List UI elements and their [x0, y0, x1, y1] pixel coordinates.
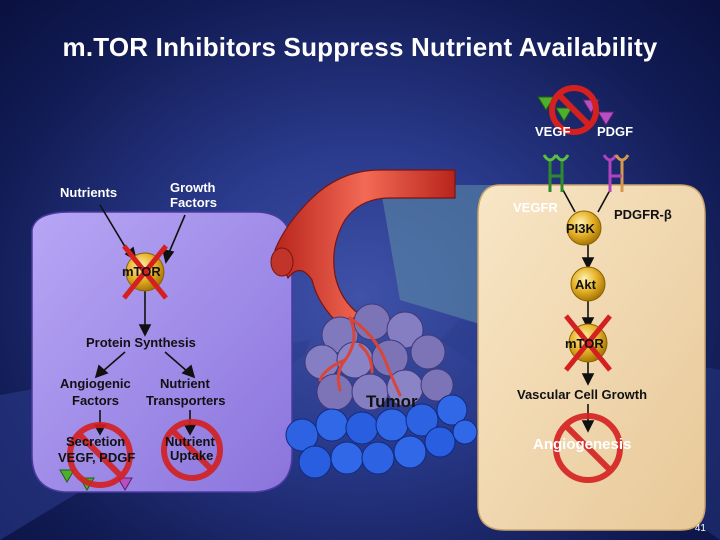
nutrient-uptake-label-line2: Uptake	[170, 448, 214, 463]
inhibit-icon-secretion	[67, 422, 133, 488]
vascular-cell-growth-label: Vascular Cell Growth	[517, 387, 648, 402]
vegf-receptor	[542, 154, 570, 192]
growth-factors-label-line1: Growth	[170, 180, 216, 195]
pdgf-label: PDGF	[597, 124, 634, 139]
akt-node	[570, 266, 606, 302]
inhibit-icon-ligands	[549, 85, 599, 135]
projection-cone-right	[380, 185, 500, 330]
vegf-label: VEGF	[535, 124, 571, 139]
vegfr-label: VEGFR	[513, 200, 558, 215]
nutrient-uptake-label-line1: Nutrient	[165, 434, 215, 449]
pi3k-label: PI3K	[566, 221, 595, 236]
akt-label: Akt	[575, 277, 596, 292]
capillaries	[318, 316, 402, 397]
blood-vessel	[274, 169, 456, 326]
vegf-ligand-icon	[555, 107, 573, 122]
protein-synthesis-label: Protein Synthesis	[86, 335, 196, 350]
nutrients-label: Nutrients	[60, 185, 118, 200]
secretion-label-line1: Secretion	[66, 434, 126, 449]
left-arrows	[93, 204, 197, 436]
tumor-mass-upper	[304, 303, 454, 411]
nutrient-transporters-label-line1: Nutrient	[160, 376, 210, 391]
angiogenic-factors-label-line2: Factors	[72, 393, 119, 408]
page-number: 41	[694, 523, 706, 534]
tumor-mass-lower	[285, 394, 478, 479]
pi3k-node	[566, 210, 602, 246]
pdgf-ligand-icon	[597, 111, 615, 126]
left-cell	[31, 211, 293, 493]
inhibit-icon-mtor-right	[564, 314, 612, 372]
vessel-opening	[270, 247, 294, 277]
secretion-label-line2: VEGF, PDGF	[58, 450, 136, 465]
angiogenesis-label: Angiogenesis	[533, 436, 632, 453]
angiogenic-factors-label-line1: Angiogenic	[60, 376, 131, 391]
vegf-ligand-icon	[59, 469, 75, 483]
mtor-label-left: mTOR	[122, 264, 161, 279]
pdgfr-label: PDGFR-β	[614, 207, 672, 222]
inhibit-icon-mtor-left	[122, 244, 168, 300]
pdgf-ligand-icon	[117, 477, 133, 491]
tumor-label: Tumor	[366, 392, 418, 411]
mtor-label-right: mTOR	[565, 336, 604, 351]
nutrient-transporters-label-line2: Transporters	[146, 393, 226, 408]
inhibit-icon-angiogenesis	[553, 413, 623, 483]
inhibit-icon-uptake	[161, 419, 223, 481]
pdgf-receptor	[602, 154, 630, 192]
slide-title: m.TOR Inhibitors Suppress Nutrient Avail…	[62, 32, 658, 62]
growth-factors-label-line2: Factors	[170, 195, 217, 210]
